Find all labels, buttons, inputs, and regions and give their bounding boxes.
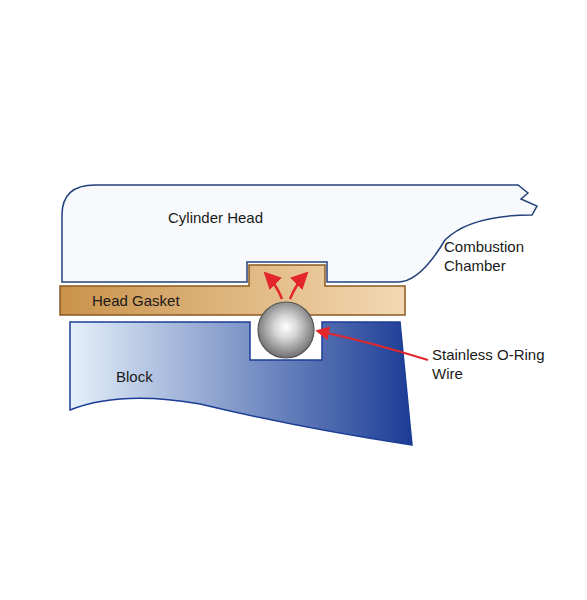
callout-label: Stainless O-Ring Wire <box>432 346 552 384</box>
head-gasket-shape <box>56 262 410 319</box>
pressure-arrow <box>290 274 306 299</box>
head-gasket-outline <box>60 265 405 315</box>
head-gasket: Head Gasket <box>56 262 410 319</box>
part-name: Block <box>116 368 153 386</box>
part-name: Cylinder Head <box>168 209 263 227</box>
pressure-arrow <box>266 274 282 299</box>
o-ring-wire <box>258 302 314 358</box>
leader-line <box>318 331 428 360</box>
chamber-label: Combustion Chamber <box>444 238 564 276</box>
engine-block: Block <box>66 318 416 450</box>
part-name: Head Gasket <box>92 292 180 310</box>
